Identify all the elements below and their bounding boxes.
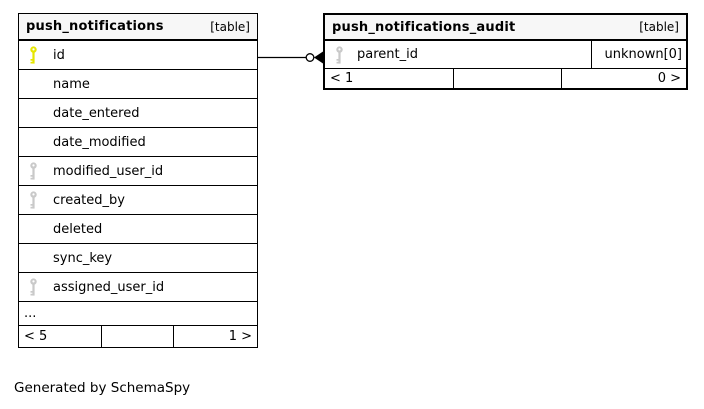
column-name: name — [53, 76, 90, 92]
table-footer: < 5 1 > — [19, 326, 257, 347]
column-name: deleted — [53, 221, 103, 237]
primary-key-icon — [30, 46, 37, 64]
footer-center — [101, 326, 173, 347]
generated-by-text: Generated by SchemaSpy — [14, 380, 191, 396]
column-row-modified-user-id[interactable]: modified_user_id — [19, 157, 257, 186]
column-row-created-by[interactable]: created_by — [19, 186, 257, 215]
column-row-name[interactable]: name — [19, 70, 257, 99]
table-push-notifications-audit: push_notifications_audit [table] parent_… — [323, 13, 688, 90]
table-header[interactable]: push_notifications_audit [table] — [325, 15, 686, 41]
column-row-deleted[interactable]: deleted — [19, 215, 257, 244]
column-type: unknown[0] — [591, 41, 686, 68]
key-slot — [19, 46, 43, 64]
column-name: id — [53, 47, 65, 63]
column-row-date-entered[interactable]: date_entered — [19, 99, 257, 128]
column-name: date_modified — [53, 134, 146, 150]
footer-right-count: 0 > — [561, 69, 686, 88]
table-push-notifications: push_notifications [table] id name date_… — [18, 13, 258, 348]
table-type-label: [table] — [210, 19, 250, 34]
foreign-key-icon — [30, 191, 37, 209]
column-name: created_by — [53, 192, 125, 208]
key-slot — [19, 278, 43, 296]
table-footer: < 1 0 > — [325, 69, 686, 88]
foreign-key-icon — [336, 45, 343, 64]
footer-right-count: 1 > — [173, 326, 257, 347]
hidden-columns-ellipsis: ... — [19, 302, 257, 326]
column-row-id[interactable]: id — [19, 41, 257, 70]
footer-left-count: < 5 — [24, 329, 48, 344]
column-name: assigned_user_id — [53, 279, 165, 295]
column-row-parent-id[interactable]: parent_id unknown[0] — [325, 41, 686, 69]
foreign-key-icon — [30, 162, 37, 180]
column-name: date_entered — [53, 105, 140, 121]
footer-left-count: < 1 — [330, 71, 354, 86]
zero-or-one-marker — [305, 53, 315, 62]
key-slot — [325, 45, 349, 64]
table-name: push_notifications_audit — [332, 19, 516, 35]
foreign-key-icon — [30, 278, 37, 296]
key-slot — [19, 162, 43, 180]
arrowhead — [314, 51, 323, 64]
table-header[interactable]: push_notifications [table] — [19, 14, 257, 41]
column-name: modified_user_id — [53, 163, 164, 179]
column-row-sync-key[interactable]: sync_key — [19, 244, 257, 273]
table-name: push_notifications — [26, 19, 164, 34]
relationship-connector — [258, 51, 323, 64]
column-name: sync_key — [53, 250, 113, 266]
ellipsis-text: ... — [24, 306, 37, 321]
footer-center — [453, 69, 561, 88]
column-name: parent_id — [357, 47, 418, 62]
column-row-assigned-user-id[interactable]: assigned_user_id — [19, 273, 257, 302]
key-slot — [19, 191, 43, 209]
table-type-label: [table] — [639, 20, 679, 34]
column-row-date-modified[interactable]: date_modified — [19, 128, 257, 157]
